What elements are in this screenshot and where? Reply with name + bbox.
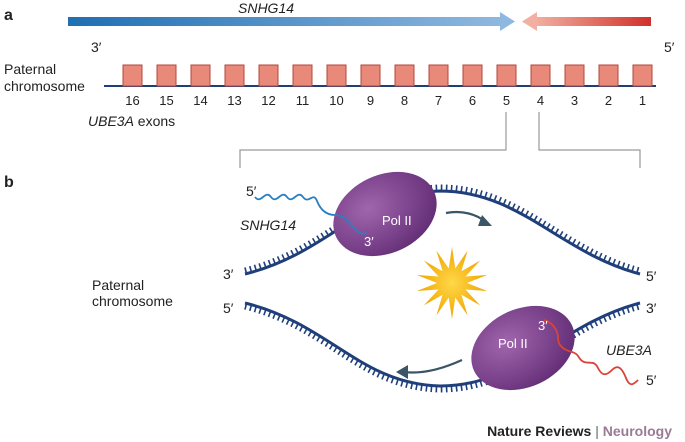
- ube3a-rna-label: UBE3A: [606, 342, 652, 358]
- exon-number: 7: [435, 93, 442, 108]
- exon-box: [224, 64, 245, 87]
- bottom-dna-strand: [244, 301, 641, 393]
- chromosome-3prime-end: 3′: [91, 39, 102, 55]
- journal-section: Neurology: [603, 423, 672, 439]
- panel-a-chromosome-label-line2: chromosome: [4, 78, 85, 94]
- exon-box: [156, 64, 177, 87]
- collision-star-icon: [416, 247, 488, 319]
- top-strand-3prime: 3′: [223, 266, 234, 282]
- exon-number: 14: [193, 93, 207, 108]
- snhg14-arrow-label: SNHG14: [238, 0, 294, 16]
- exon-number: 15: [159, 93, 173, 108]
- panel-a-label: a: [4, 7, 13, 24]
- ube3a-exons-gene: UBE3A: [88, 113, 134, 129]
- pol-ii-top-3prime: 3′: [364, 234, 374, 249]
- exon-number: 9: [367, 93, 374, 108]
- panel-a-chromosome-label-line1: Paternal: [4, 61, 56, 77]
- exon-box: [530, 64, 551, 87]
- ube3a-exons: [122, 64, 653, 87]
- pol-ii-bottom: [471, 305, 575, 391]
- bottom-direction-arrow: [396, 358, 463, 379]
- panel-b-label: b: [4, 174, 14, 191]
- exon-box: [496, 64, 517, 87]
- exon-number: 16: [125, 93, 139, 108]
- exon-box: [258, 64, 279, 87]
- chromosome-5prime-end: 5′: [664, 39, 675, 55]
- bottom-strand-3prime: 3′: [646, 300, 657, 316]
- pol-ii-top-label: Pol II: [382, 213, 412, 228]
- exon-box: [394, 64, 415, 87]
- exon-number: 10: [329, 93, 343, 108]
- pol-ii-top: [333, 171, 437, 257]
- exon-numbers: 16 15 14 13 12 11 10 9 8 7 6 5 4 3 2 1: [125, 93, 646, 108]
- snhg14-transcript-arrow: [68, 12, 515, 31]
- ube3a-transcript-arrow: [522, 12, 651, 31]
- exon-number: 4: [537, 93, 544, 108]
- ube3a-rna-5prime: 5′: [646, 372, 657, 388]
- journal-separator: |: [591, 423, 602, 439]
- top-strand-5prime: 5′: [646, 268, 657, 284]
- exon-number: 12: [261, 93, 275, 108]
- exon-number: 13: [227, 93, 241, 108]
- exon-box: [292, 64, 313, 87]
- exon-box: [632, 64, 653, 87]
- bottom-strand-5prime: 5′: [223, 300, 234, 316]
- exon-box: [462, 64, 483, 87]
- exon-box: [326, 64, 347, 87]
- top-dna-strand: [244, 184, 641, 276]
- snhg14-rna-5prime: 5′: [246, 183, 257, 199]
- exon-number: 3: [571, 93, 578, 108]
- ube3a-exons-suffix: exons: [134, 113, 175, 129]
- exon-number: 8: [401, 93, 408, 108]
- panel-b-chromosome-label-line1: Paternal: [92, 277, 144, 293]
- exon-box: [428, 64, 449, 87]
- panel-b-chromosome-label-line2: chromosome: [92, 293, 173, 309]
- snhg14-rna-strand: [254, 193, 368, 235]
- ube3a-rna-strand: [543, 319, 639, 386]
- exon-box: [564, 64, 585, 87]
- ube3a-exons-label: UBE3A exons: [88, 113, 175, 129]
- journal-credit: Nature Reviews | Neurology: [487, 423, 672, 439]
- top-direction-arrow: [445, 210, 492, 226]
- snhg14-rna-label: SNHG14: [240, 217, 296, 233]
- pol-ii-bottom-label: Pol II: [498, 336, 528, 351]
- pol-ii-bottom-3prime: 3′: [538, 318, 548, 333]
- exon-box: [360, 64, 381, 87]
- zoom-connector: [239, 112, 641, 168]
- exon-number: 1: [639, 93, 646, 108]
- exon-number: 6: [469, 93, 476, 108]
- exon-number: 11: [296, 93, 310, 108]
- exon-box: [122, 64, 143, 87]
- exon-box: [598, 64, 619, 87]
- exon-box: [190, 64, 211, 87]
- exon-number: 2: [605, 93, 612, 108]
- journal-name: Nature Reviews: [487, 423, 591, 439]
- exon-number: 5: [503, 93, 510, 108]
